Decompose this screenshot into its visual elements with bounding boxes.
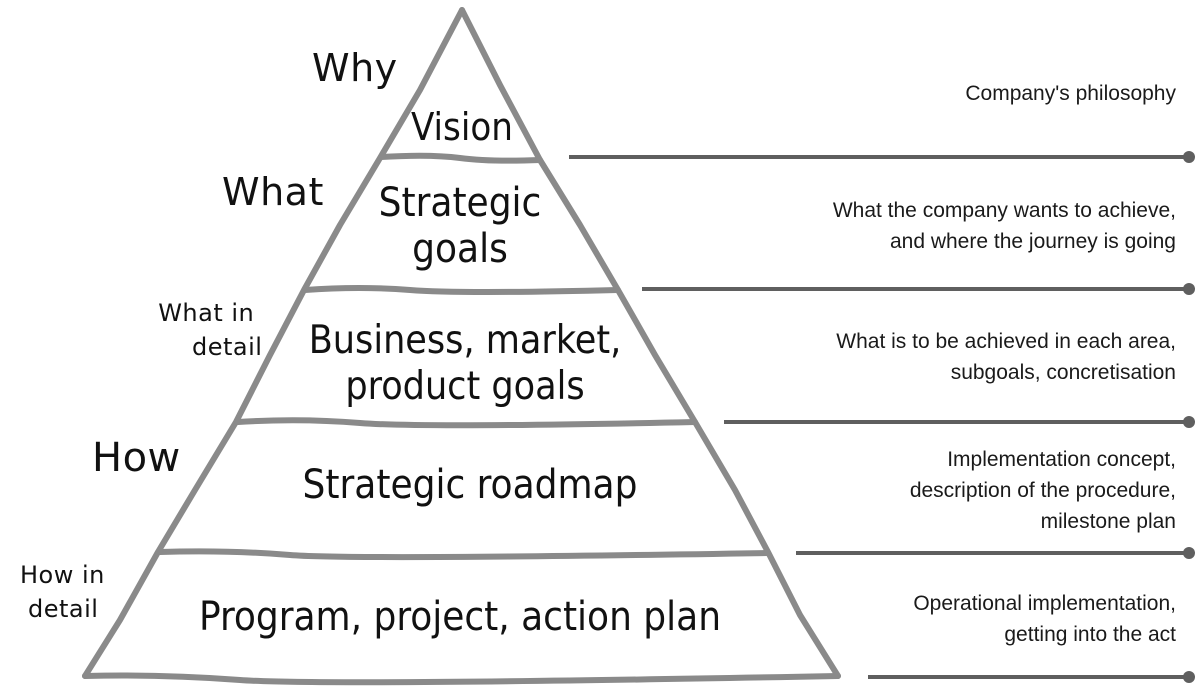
- level-business-goals: Business, market, product goals: [255, 318, 675, 410]
- description-line: description of the procedure,: [909, 479, 1176, 502]
- question-label-how-in-detail: How in detail: [20, 558, 105, 626]
- question-label-what: What: [222, 170, 324, 214]
- description-line: and where the journey is going: [889, 230, 1176, 253]
- connector-line-3: [724, 416, 1195, 428]
- level-label: product goals: [345, 364, 585, 409]
- description-action-plan: Operational implementation, getting into…: [913, 588, 1176, 650]
- question-label-text: How in: [20, 561, 105, 589]
- divider-3: [235, 417, 698, 429]
- level-label: Vision: [411, 105, 513, 149]
- description-strategic-roadmap: Implementation concept, description of t…: [910, 444, 1176, 537]
- level-action-plan: Program, project, action plan: [120, 594, 800, 640]
- connector-line-4: [796, 547, 1195, 559]
- level-vision: Vision: [362, 105, 562, 150]
- level-label: Strategic roadmap: [302, 462, 638, 508]
- level-label: Business, market,: [308, 318, 622, 363]
- description-business-goals: What is to be achieved in each area, sub…: [836, 326, 1176, 388]
- divider-1: [378, 152, 543, 164]
- question-label-text: What: [222, 170, 324, 214]
- connector-line-5: [868, 671, 1195, 683]
- level-strategic-roadmap: Strategic roadmap: [210, 462, 730, 508]
- connector-line-2: [642, 283, 1195, 295]
- pyramid-left-edge: [82, 7, 465, 679]
- divider-base: [82, 672, 841, 686]
- description-vision: Company's philosophy: [965, 78, 1176, 109]
- dot-icon: [1183, 671, 1195, 683]
- description-line: subgoals, concretisation: [950, 361, 1176, 384]
- description-line: What the company wants to achieve,: [832, 199, 1176, 222]
- question-label-why: Why: [312, 46, 398, 90]
- level-strategic-goals: Strategic goals: [320, 180, 600, 272]
- description-line: Implementation concept,: [947, 448, 1176, 471]
- description-line: Company's philosophy: [965, 82, 1176, 105]
- description-strategic-goals: What the company wants to achieve, and w…: [833, 195, 1176, 257]
- question-label-text: detail: [192, 333, 263, 361]
- level-label: Strategic: [378, 180, 542, 226]
- dot-icon: [1183, 283, 1195, 295]
- divider-4: [157, 548, 771, 561]
- dot-icon: [1183, 416, 1195, 428]
- level-label: goals: [412, 226, 508, 272]
- level-label: Program, project, action plan: [198, 594, 722, 640]
- question-label-text: What in: [158, 299, 255, 327]
- description-line: getting into the act: [1004, 623, 1176, 646]
- question-label-text: detail: [28, 595, 99, 623]
- description-line: What is to be achieved in each area,: [836, 330, 1176, 353]
- dot-icon: [1183, 151, 1195, 163]
- question-label-how: How: [92, 435, 181, 481]
- question-label-text: How: [92, 435, 181, 481]
- question-label-what-in-detail: What in detail: [150, 296, 262, 364]
- description-line: milestone plan: [1040, 510, 1176, 533]
- question-label-text: Why: [312, 46, 398, 90]
- dot-icon: [1183, 547, 1195, 559]
- divider-2: [302, 285, 621, 295]
- connector-line-1: [569, 151, 1195, 163]
- description-line: Operational implementation,: [913, 592, 1176, 615]
- pyramid-right-edge: [459, 7, 841, 679]
